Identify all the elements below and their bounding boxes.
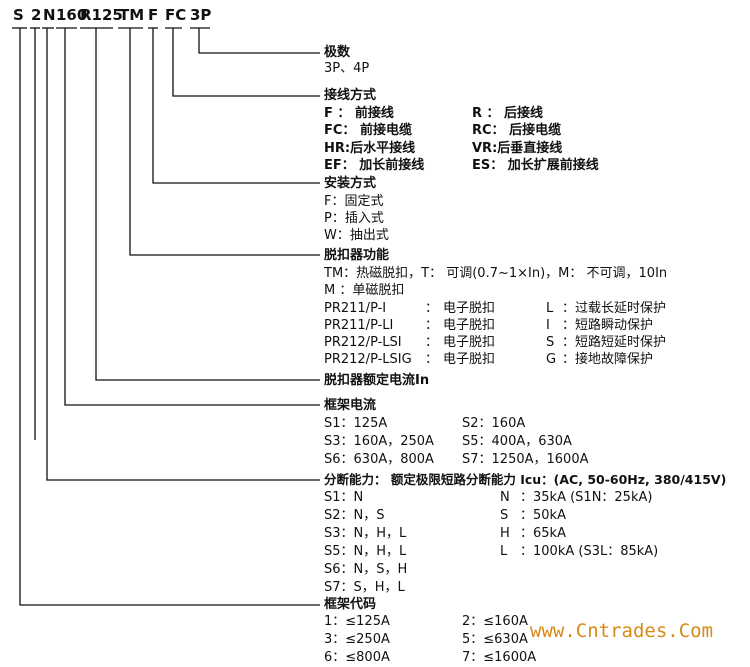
breaking-item: S3：N，H，L — [324, 526, 407, 541]
connection-title: 接线方式 — [324, 88, 377, 103]
rated-current-title: 脱扣器额定电流In — [324, 373, 430, 388]
trip-kind: 电子脱扣 — [443, 318, 496, 333]
trip-model: PR211/P-LI — [324, 318, 394, 333]
code-poles: 3P — [190, 6, 212, 24]
install-item: P：插入式 — [324, 211, 384, 226]
trip-line: TM：热磁脱扣，T： 可调(0.7~1×In)，M： 不可调，10In — [324, 266, 668, 281]
trip-line: M ：单磁脱扣 — [324, 283, 405, 298]
trip-code: G — [546, 352, 557, 367]
breaking-key: N — [500, 490, 510, 505]
breaking-value: ：65kA — [520, 526, 566, 541]
connection-item: HR:后水平接线 — [324, 141, 416, 156]
breaking-value: ：100kA (S3L：85kA) — [520, 544, 659, 559]
trip-code: S — [546, 335, 555, 350]
frame-code-item: 1：≤125A — [324, 614, 390, 629]
install-title: 安装方式 — [324, 176, 377, 191]
connection-item: ES： 加长扩展前接线 — [472, 158, 599, 173]
frame-current-title: 框架电流 — [324, 398, 377, 413]
frame-current-item: S5：400A，630A — [462, 434, 572, 449]
connection-item: EF： 加长前接线 — [324, 158, 425, 173]
trip-sep: ： — [425, 335, 439, 350]
breaking-title: 分断能力： 额定极限短路分断能力 Icu：(AC, 50-60Hz, 380/4… — [324, 472, 727, 487]
trip-model: PR211/P-I — [324, 301, 387, 316]
frame-current-item: S6：630A，800A — [324, 452, 434, 467]
code-series: S — [13, 6, 24, 24]
frame-current-item: S1：125A — [324, 416, 388, 431]
poles-title: 极数 — [324, 45, 351, 60]
frame-code-item: 2：≤160A — [462, 614, 528, 629]
trip-kind: 电子脱扣 — [443, 352, 496, 367]
trip-kind: 电子脱扣 — [443, 335, 496, 350]
code-rated-current: R125 — [80, 6, 123, 24]
breaking-item: S6：N，S，H — [324, 562, 408, 577]
poles-value: 3P、4P — [324, 61, 370, 76]
frame-code-item: 3：≤250A — [324, 632, 390, 647]
trip-kind: 电子脱扣 — [443, 301, 496, 316]
frame-code-item: 5：≤630A — [462, 632, 528, 647]
connection-item: VR:后垂直接线 — [472, 141, 563, 156]
trip-code: I — [546, 318, 550, 333]
frame-code-item: 6：≤800A — [324, 650, 390, 665]
code-trip: TM — [119, 6, 145, 24]
trip-sep: ： — [425, 318, 439, 333]
code-install: F — [148, 6, 159, 24]
code-frame: 2 — [31, 6, 42, 24]
connection-item: FC： 前接电缆 — [324, 123, 412, 138]
breaking-item: S7：S，H，L — [324, 580, 405, 595]
trip-sep: ： — [425, 352, 439, 367]
trip-model: PR212/P-LSIG — [324, 352, 412, 367]
trip-desc: ：短路瞬动保护 — [562, 318, 654, 333]
breaking-value: ：50kA — [520, 508, 566, 523]
trip-sep: ： — [425, 301, 439, 316]
trip-code: L — [546, 301, 554, 316]
connection-item: F ： 前接线 — [324, 106, 394, 121]
trip-desc: ：过载长延时保护 — [562, 301, 667, 316]
frame-current-item: S3：160A，250A — [324, 434, 434, 449]
code-breaking: N — [43, 6, 56, 24]
trip-model: PR212/P-LSI — [324, 335, 402, 350]
breaking-key: L — [500, 544, 508, 559]
breaking-value: ：35kA (S1N：25kA) — [520, 490, 653, 505]
frame-current-item: S2：160A — [462, 416, 526, 431]
breaking-key: S — [500, 508, 509, 523]
trip-desc: ：短路短延时保护 — [562, 335, 667, 350]
code-frame-current: 160 — [56, 6, 88, 24]
connection-item: R ： 后接线 — [472, 106, 544, 121]
trip-desc: ：接地故障保护 — [562, 352, 654, 367]
install-item: W：抽出式 — [324, 228, 389, 243]
breaking-item: S1：N — [324, 490, 364, 505]
frame-code-item: 7：≤1600A — [462, 650, 537, 665]
watermark: www.Cntrades.Com — [530, 620, 714, 642]
breaking-key: H — [500, 526, 510, 541]
install-item: F：固定式 — [324, 194, 384, 209]
breaking-item: S2：N，S — [324, 508, 385, 523]
trip-title: 脱扣器功能 — [324, 248, 390, 263]
breaking-item: S5：N，H，L — [324, 544, 407, 559]
frame-code-title: 框架代码 — [324, 597, 377, 612]
frame-current-item: S7：1250A，1600A — [462, 452, 589, 467]
connection-item: RC： 后接电缆 — [472, 123, 562, 138]
code-connection: FC — [165, 6, 187, 24]
